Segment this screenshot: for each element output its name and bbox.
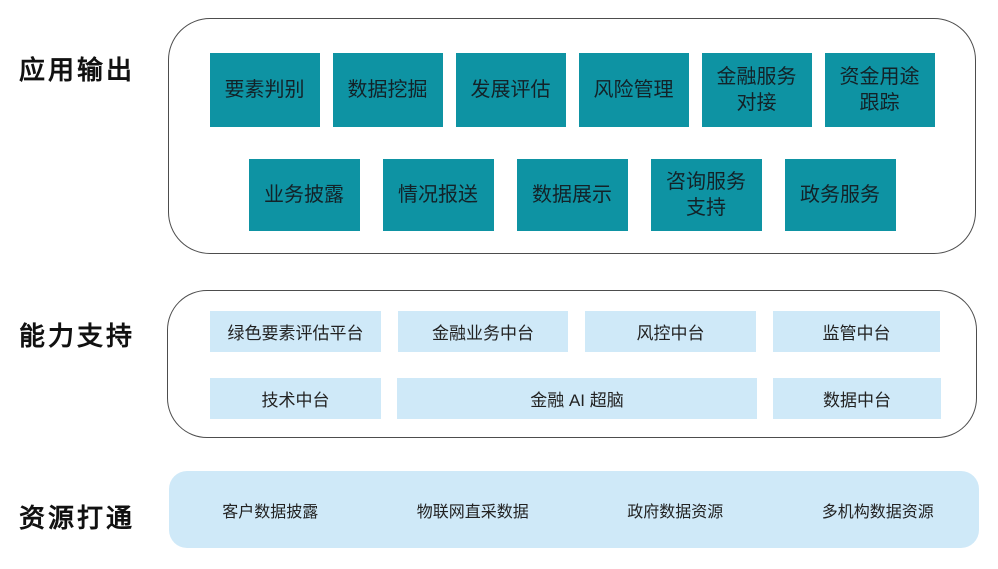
app-output-row-1: 要素判别 数据挖掘 发展评估 风险管理 金融服务 对接 资金用途 跟踪 xyxy=(169,53,975,127)
resource-iot-direct-data: 物联网直采数据 xyxy=(416,503,529,521)
app-output-row-2: 业务披露 情况报送 数据展示 咨询服务 支持 政务服务 xyxy=(169,159,975,231)
app-box-fund-usage-tracking: 资金用途 跟踪 xyxy=(824,53,935,127)
capability-row-2: 技术中台 金融 AI 超脑 数据中台 xyxy=(168,378,976,419)
app-box-data-mining: 数据挖掘 xyxy=(332,53,443,127)
layer-label-resources: 资源打通 xyxy=(19,503,136,533)
capability-container: 绿色要素评估平台 金融业务中台 风控中台 监管中台 技术中台 金融 AI 超脑 … xyxy=(167,290,977,438)
cap-box-financial-business-middle-platform: 金融业务中台 xyxy=(398,311,568,352)
resource-government-data: 政府数据资源 xyxy=(627,503,724,521)
resource-multi-institution-data: 多机构数据资源 xyxy=(821,503,934,521)
cap-box-tech-middle-platform: 技术中台 xyxy=(210,378,381,419)
app-box-situation-reporting: 情况报送 xyxy=(382,159,494,231)
cap-box-financial-ai-brain: 金融 AI 超脑 xyxy=(397,378,757,419)
resources-bar: 客户数据披露 物联网直采数据 政府数据资源 多机构数据资源 xyxy=(169,471,979,548)
cap-box-green-factor-platform: 绿色要素评估平台 xyxy=(210,311,381,352)
app-box-government-service: 政务服务 xyxy=(784,159,896,231)
layer-label-app-output: 应用输出 xyxy=(19,55,136,85)
app-box-development-evaluation: 发展评估 xyxy=(455,53,566,127)
app-box-financial-service-connection: 金融服务 对接 xyxy=(701,53,812,127)
cap-box-regulation-middle-platform: 监管中台 xyxy=(773,311,940,352)
app-box-risk-management: 风险管理 xyxy=(578,53,689,127)
resource-customer-data-disclosure: 客户数据披露 xyxy=(222,503,319,521)
app-box-business-disclosure: 业务披露 xyxy=(248,159,360,231)
cap-box-risk-control-middle-platform: 风控中台 xyxy=(585,311,756,352)
app-box-factor-identification: 要素判别 xyxy=(209,53,320,127)
app-output-container: 要素判别 数据挖掘 发展评估 风险管理 金融服务 对接 资金用途 跟踪 业务披露… xyxy=(168,18,976,254)
layer-label-capability: 能力支持 xyxy=(19,321,136,351)
capability-row-1: 绿色要素评估平台 金融业务中台 风控中台 监管中台 xyxy=(168,311,976,352)
app-box-consulting-service-support: 咨询服务 支持 xyxy=(650,159,762,231)
cap-box-data-middle-platform: 数据中台 xyxy=(773,378,941,419)
app-box-data-display: 数据展示 xyxy=(516,159,628,231)
